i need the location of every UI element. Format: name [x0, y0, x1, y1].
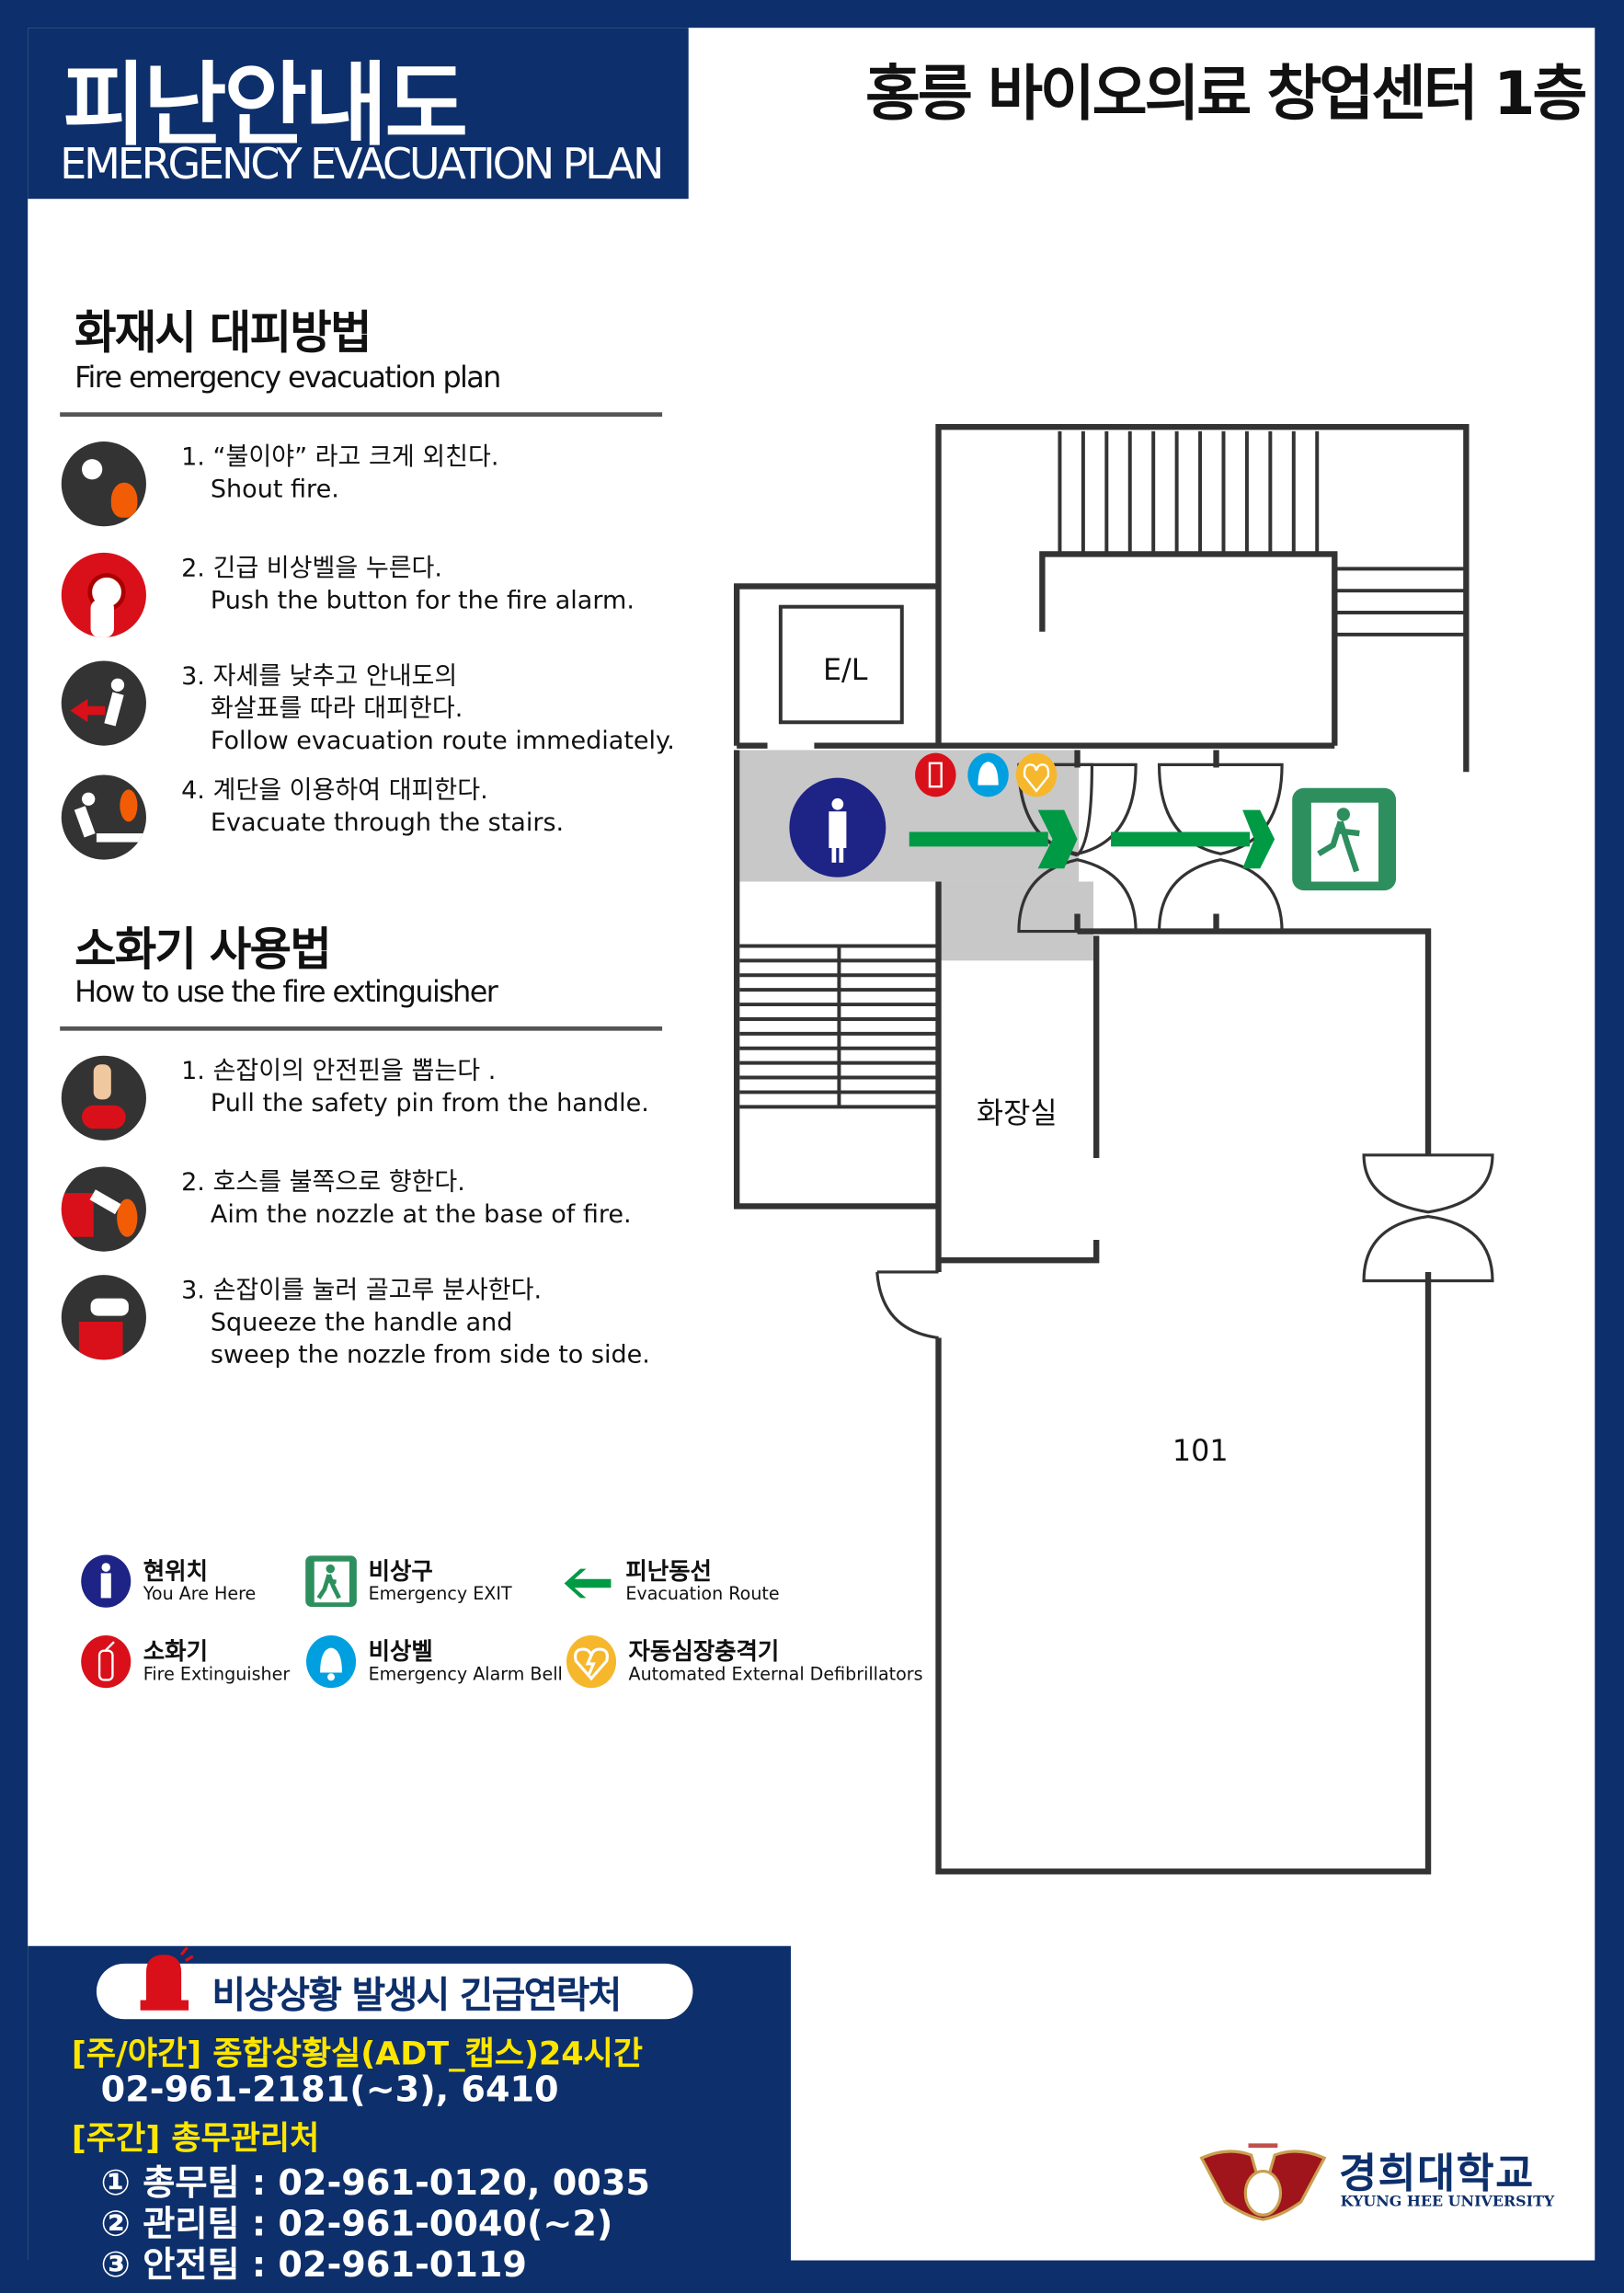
contact-team-1: ① 총무팀 : 02-961-0120, 0035 — [100, 2162, 650, 2204]
step-en: Push the button for the fire alarm. — [210, 586, 635, 616]
pull-pin-icon — [61, 1055, 146, 1141]
walls — [733, 423, 1470, 1875]
contact-24h-phone: 02-961-2181(~3), 6410 — [100, 2069, 559, 2110]
step-en: Evacuate through the stairs. — [210, 808, 565, 838]
room-101-label: 101 — [1172, 1432, 1229, 1468]
title-en: EMERGENCY EVACUATION PLAN — [60, 139, 664, 189]
university-name-ko: 경희대학교 — [1339, 2149, 1535, 2198]
divider — [60, 1026, 663, 1031]
stairs-top — [1058, 430, 1467, 636]
legend-label-ko: 피난동선 — [625, 1556, 712, 1586]
step-en: Pull the safety pin from the handle. — [210, 1089, 649, 1119]
squeeze-icon — [61, 1275, 146, 1360]
elevator — [778, 604, 904, 725]
extinguisher-section-subtitle: How to use the fire extinguisher — [74, 973, 498, 1009]
contact-team-3: ③ 안전팀 : 02-961-0119 — [100, 2244, 527, 2286]
fire-section-subtitle: Fire emergency evacuation plan — [74, 360, 501, 396]
legend-label-en: You Are Here — [143, 1583, 257, 1604]
title-ko: 피난안내도 — [63, 51, 468, 158]
extinguisher-section-title: 소화기 사용법 — [74, 923, 332, 977]
contact-title: 비상상황 발생시 긴급연락처 — [212, 1973, 622, 2017]
sheet — [28, 28, 1595, 2261]
shout-icon — [61, 441, 146, 527]
you-are-here-icon — [81, 1554, 132, 1608]
aim-nozzle-icon — [61, 1166, 146, 1252]
legend-label-en: Emergency EXIT — [368, 1583, 512, 1604]
divider — [60, 412, 663, 418]
step-ko: 2. 긴급 비상벨을 누른다. — [181, 554, 443, 584]
contact-title-pill — [96, 1963, 693, 2020]
stairs-left — [739, 944, 939, 1109]
exit-icon — [305, 1555, 357, 1607]
alarm-button-icon — [61, 552, 146, 638]
fire-section-title: 화재시 대피방법 — [74, 306, 372, 361]
legend-label-ko: 비상벨 — [368, 1637, 433, 1666]
step-ko-2: 화살표를 따라 대피한다. — [210, 694, 463, 724]
crouch-run-icon — [61, 660, 146, 746]
step-en: Squeeze the handle and — [210, 1308, 513, 1338]
corridor-highlight — [739, 750, 1094, 961]
bell-icon — [306, 1634, 357, 1689]
legend-label-en: Emergency Alarm Bell — [368, 1663, 563, 1685]
step-ko: 3. 손잡이를 눌러 골고루 분사한다. — [181, 1276, 543, 1306]
step-ko: 1. “불이야” 라고 크게 외친다. — [181, 442, 499, 473]
emergency-contact-box: 비상상황 발생시 긴급연락처 [주/야간] 종합상황실(ADT_캡스)24시간 … — [28, 1945, 791, 2293]
extinguisher-marker — [915, 752, 956, 797]
aed-icon — [566, 1634, 617, 1689]
university-emblem — [1199, 2143, 1327, 2221]
exit-sign — [1292, 787, 1397, 891]
step-en: Aim the nozzle at the base of fire. — [210, 1200, 632, 1230]
step-ko: 3. 자세를 낮추고 안내도의 — [181, 662, 458, 692]
step-ko: 1. 손잡이의 안전핀을 뽑는다 . — [181, 1057, 497, 1087]
step-en: Follow evacuation route immediately. — [210, 727, 675, 756]
legend-label-ko: 소화기 — [143, 1637, 208, 1666]
legend-label-en: Evacuation Route — [625, 1583, 780, 1604]
building-floor-title: 홍릉 바이오의료 창업센터 1층 — [865, 58, 1587, 129]
siren-icon — [140, 1946, 194, 2011]
legend-label-en: Fire Extinguisher — [143, 1663, 291, 1685]
title-box: 피난안내도 EMERGENCY EVACUATION PLAN — [28, 28, 689, 200]
arrow-left-icon — [564, 1568, 612, 1599]
legend-label-ko: 자동심장충격기 — [628, 1637, 780, 1666]
stairs-icon — [61, 774, 146, 860]
university-name-en: KYUNG HEE UNIVERSITY — [1340, 2194, 1555, 2211]
contact-daytime-label: [주간] 총무관리처 — [71, 2121, 320, 2159]
contact-24h-label: [주/야간] 종합상황실(ADT_캡스)24시간 — [71, 2036, 643, 2074]
extinguisher-icon — [81, 1634, 132, 1689]
elevator-label: E/L — [822, 651, 868, 688]
bell-marker — [967, 752, 1009, 797]
contact-team-2: ② 관리팀 : 02-961-0040(~2) — [100, 2203, 613, 2245]
restroom-label: 화장실 — [976, 1095, 1058, 1130]
legend-label-ko: 비상구 — [368, 1556, 433, 1586]
step-en-2: sweep the nozzle from side to side. — [210, 1340, 650, 1370]
legend-label-ko: 현위치 — [143, 1556, 208, 1586]
step-ko: 2. 호스를 불쪽으로 향한다. — [181, 1168, 465, 1198]
evacuation-route-arrows — [909, 809, 1275, 869]
you-are-here-marker — [789, 777, 886, 877]
legend-label-en: Automated External Defibrillators — [628, 1663, 923, 1685]
step-en: Shout fire. — [210, 475, 339, 505]
step-ko: 4. 계단을 이용하여 대피한다. — [181, 776, 488, 806]
aed-marker — [1015, 752, 1058, 797]
